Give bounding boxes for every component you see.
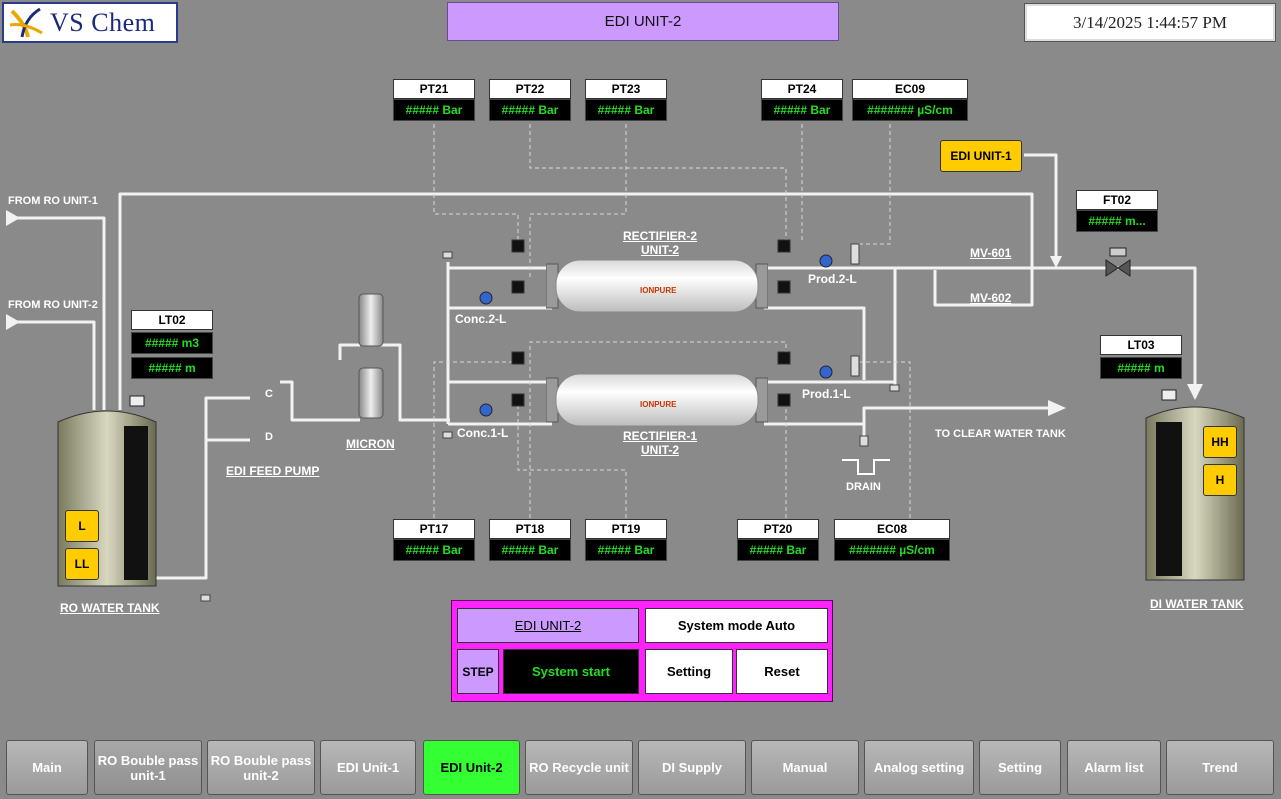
di-water-tank-label[interactable]: DI WATER TANK (1150, 597, 1244, 611)
nav-edi-unit2[interactable]: EDI Unit-2 (423, 740, 520, 795)
tag-value: ##### Bar (393, 99, 475, 121)
tag-name: FT02 (1076, 190, 1158, 210)
edi-unit1-button[interactable]: EDI UNIT-1 (940, 140, 1022, 172)
tag-name: PT23 (585, 79, 667, 99)
ro-tank-l-indicator: L (65, 510, 99, 542)
tag-value: ##### Bar (489, 99, 571, 121)
tag-value: ##### m... (1076, 210, 1158, 232)
pump-d-label: D (265, 431, 273, 443)
ro-water-tank-label[interactable]: RO WATER TANK (60, 601, 160, 615)
conc2-label: Conc.2-L (455, 312, 507, 326)
tag-name: EC08 (834, 519, 950, 539)
rectifier2-unit-label[interactable]: UNIT-2 (640, 243, 679, 257)
rectifier1-label[interactable]: RECTIFIER-1 (622, 429, 697, 443)
nav-ro-double-pass-unit2[interactable]: RO Bouble pass unit-2 (207, 740, 315, 795)
ro-water-tank[interactable] (56, 392, 158, 588)
nav-analog-setting[interactable]: Analog setting (864, 740, 974, 795)
tag-value: ##### Bar (585, 99, 667, 121)
tag-value-volume: ##### m3 (131, 332, 213, 354)
tag-name: LT03 (1100, 335, 1182, 355)
tag-name: PT21 (393, 79, 475, 99)
control-panel: EDI UNIT-2 System mode Auto STEP System … (451, 600, 833, 702)
nav-alarm-list[interactable]: Alarm list (1067, 740, 1161, 795)
edi-feed-pump-label[interactable]: EDI FEED PUMP (226, 464, 320, 478)
rectifier2-label[interactable]: RECTIFIER-2 (622, 229, 697, 243)
tag-value: ##### m (1100, 357, 1182, 379)
nav-setting[interactable]: Setting (979, 740, 1061, 795)
pump-c-label: C (265, 388, 273, 400)
drain-label: DRAIN (846, 481, 881, 493)
tag-ec08[interactable]: EC08 ####### µS/cm (834, 519, 950, 561)
nav-ro-recycle-unit[interactable]: RO Recycle unit (525, 740, 633, 795)
tag-name: PT20 (737, 519, 819, 539)
prod2-label: Prod.2-L (808, 272, 857, 286)
logo-swoosh-icon (9, 7, 43, 37)
tag-ec09[interactable]: EC09 ####### µS/cm (852, 79, 968, 121)
tag-name: PT19 (585, 519, 667, 539)
edi-feed-pump[interactable] (248, 378, 284, 448)
micron-label[interactable]: MICRON (346, 437, 395, 451)
nav-main[interactable]: Main (6, 740, 88, 795)
tag-value: ##### Bar (737, 539, 819, 561)
setting-button[interactable]: Setting (645, 649, 733, 694)
nav-edi-unit1[interactable]: EDI Unit-1 (320, 740, 416, 795)
tag-pt17[interactable]: PT17 ##### Bar (393, 519, 475, 561)
tag-ft02[interactable]: FT02 ##### m... (1076, 190, 1158, 232)
datetime-display: 3/14/2025 1:44:57 PM (1024, 3, 1276, 42)
conc1-label: Conc.1-L (457, 426, 509, 440)
mv601-label[interactable]: MV-601 (970, 246, 1012, 260)
reset-button[interactable]: Reset (736, 649, 828, 694)
tag-pt19[interactable]: PT19 ##### Bar (585, 519, 667, 561)
rectifier1-unit-label[interactable]: UNIT-2 (640, 443, 679, 457)
tag-name: PT22 (489, 79, 571, 99)
tag-pt22[interactable]: PT22 ##### Bar (489, 79, 571, 121)
prod1-label: Prod.1-L (802, 387, 851, 401)
tag-name: PT18 (489, 519, 571, 539)
edi-module-1[interactable] (546, 372, 768, 428)
edi-module-2[interactable] (546, 258, 768, 314)
nav-trend[interactable]: Trend (1166, 740, 1274, 795)
di-tank-hh-indicator: HH (1203, 426, 1237, 458)
nav-di-supply[interactable]: DI Supply (638, 740, 746, 795)
page-title: EDI UNIT-2 (447, 2, 839, 41)
tag-lt03[interactable]: LT03 ##### m (1100, 335, 1182, 379)
nav-ro-double-pass-unit1[interactable]: RO Bouble pass unit-1 (94, 740, 202, 795)
system-status-display: System start (503, 649, 639, 694)
to-clear-water-tank-label: TO CLEAR WATER TANK (935, 428, 1066, 440)
nav-manual[interactable]: Manual (751, 740, 859, 795)
tag-name: LT02 (131, 310, 213, 330)
ionpure-logo-1: IONPURE (640, 400, 677, 409)
vs-chem-logo: VS Chem (2, 2, 178, 43)
tag-value: ##### Bar (761, 99, 843, 121)
tag-pt24[interactable]: PT24 ##### Bar (761, 79, 843, 121)
from-ro-unit1-label: FROM RO UNIT-1 (8, 195, 98, 207)
tag-value: ##### Bar (393, 539, 475, 561)
di-tank-h-indicator: H (1203, 464, 1237, 496)
tag-value: ####### µS/cm (834, 539, 950, 561)
tag-name: PT17 (393, 519, 475, 539)
from-ro-unit2-label: FROM RO UNIT-2 (8, 299, 98, 311)
tag-lt02[interactable]: LT02 ##### m3 ##### m (131, 310, 213, 379)
ro-tank-ll-indicator: LL (65, 548, 99, 580)
logo-text: VS Chem (50, 7, 156, 37)
tag-value: ##### Bar (585, 539, 667, 561)
tag-value: ##### Bar (489, 539, 571, 561)
tag-name: PT24 (761, 79, 843, 99)
edi-unit2-select-button[interactable]: EDI UNIT-2 (457, 608, 639, 643)
step-indicator: STEP (457, 649, 499, 694)
tag-pt18[interactable]: PT18 ##### Bar (489, 519, 571, 561)
tag-value-level: ##### m (131, 357, 213, 379)
tag-name: EC09 (852, 79, 968, 99)
tag-pt20[interactable]: PT20 ##### Bar (737, 519, 819, 561)
tag-pt21[interactable]: PT21 ##### Bar (393, 79, 475, 121)
tag-pt23[interactable]: PT23 ##### Bar (585, 79, 667, 121)
system-mode-button[interactable]: System mode Auto (645, 608, 828, 643)
micron-filter[interactable] (356, 292, 386, 420)
mv602-label[interactable]: MV-602 (970, 291, 1012, 305)
bottom-navigation: Main RO Bouble pass unit-1 RO Bouble pas… (0, 718, 1281, 799)
piping-diagram (6, 124, 1203, 580)
ionpure-logo-2: IONPURE (640, 286, 677, 295)
tag-value: ####### µS/cm (852, 99, 968, 121)
